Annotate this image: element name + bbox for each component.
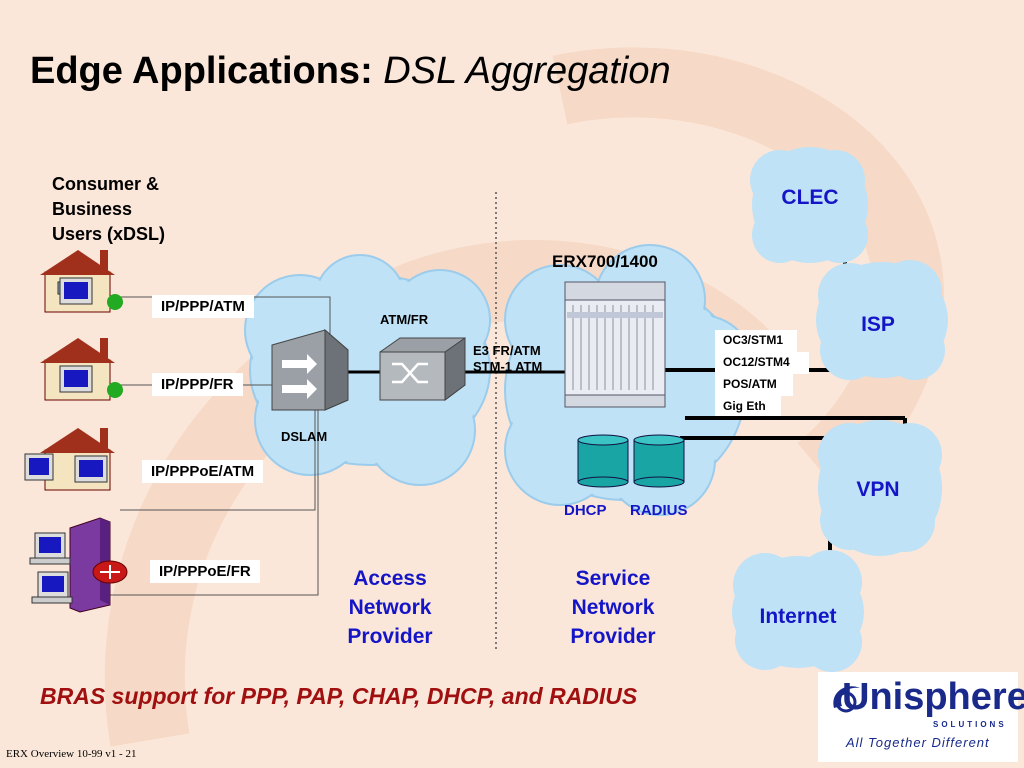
- service-provider-line2: Network: [571, 596, 655, 619]
- encap-label-2: IP/PPP/FR: [152, 373, 243, 396]
- house-icon-2: [40, 338, 123, 401]
- house-icon-1: [40, 250, 123, 313]
- dslam-label: DSLAM: [281, 429, 328, 444]
- erx-label: ERX700/1400: [552, 252, 658, 271]
- internet-cloud: [732, 550, 864, 672]
- access-provider-line1: Access: [353, 567, 427, 590]
- logo-tagline: All Together Different: [846, 735, 990, 750]
- logo-sub: SOLUTIONS: [933, 720, 1007, 729]
- logo-name: Unisphere: [842, 676, 1024, 718]
- isp-cloud: [816, 260, 948, 380]
- trunk-label-line2: STM-1 ATM: [473, 359, 543, 374]
- service-provider-line3: Provider: [570, 625, 656, 648]
- access-provider-label: Access Network Provider: [330, 564, 450, 651]
- users-label-line3: Users (xDSL): [52, 224, 166, 244]
- page-title: Edge Applications: DSL Aggregation: [30, 50, 671, 93]
- house-icon-3: [24, 428, 115, 491]
- footer-note: BRAS support for PPP, PAP, CHAP, DHCP, a…: [40, 683, 638, 709]
- service-provider-line1: Service: [575, 567, 651, 590]
- access-provider-line3: Provider: [347, 625, 433, 648]
- interface-option: OC12/STM4: [715, 352, 809, 374]
- clec-cloud: [750, 147, 868, 263]
- service-provider-label: Service Network Provider: [553, 564, 673, 651]
- trunk-label-line1: E3 FR/ATM: [473, 343, 541, 358]
- interface-option: OC3/STM1: [715, 330, 797, 352]
- interface-option: Gig Eth: [715, 396, 781, 416]
- encap-label-3: IP/PPPoE/ATM: [142, 460, 264, 483]
- dslam-device: [271, 328, 349, 411]
- users-label-line1: Consumer &: [52, 174, 160, 194]
- internet-label: Internet: [759, 605, 837, 628]
- erx-chassis: [564, 281, 666, 408]
- atm-switch-label: ATM/FR: [380, 312, 429, 327]
- vpn-label: VPN: [856, 478, 900, 501]
- isp-label: ISP: [861, 313, 895, 336]
- users-label-line2: Business: [52, 199, 133, 219]
- logo-swoosh-icon: [833, 686, 860, 713]
- dhcp-label: DHCP: [564, 502, 607, 519]
- radius-label: RADIUS: [630, 502, 688, 519]
- encap-label-1: IP/PPP/ATM: [152, 295, 254, 318]
- interface-options: OC3/STM1 OC12/STM4 POS/ATM Gig Eth: [715, 330, 809, 416]
- dhcp-database: [577, 434, 629, 488]
- clec-label: CLEC: [781, 186, 839, 209]
- interface-option: POS/ATM: [715, 374, 793, 396]
- title-main: Edge Applications:: [30, 50, 373, 92]
- unisphere-logo: Unisphere SOLUTIONS All Together Differe…: [818, 672, 1024, 762]
- trunk-label: E3 FR/ATM STM-1 ATM: [473, 343, 542, 375]
- radius-database: [633, 434, 685, 488]
- business-site-icon: [29, 517, 128, 613]
- users-label: Consumer & Business Users (xDSL): [52, 172, 165, 247]
- encap-label-4: IP/PPPoE/FR: [150, 560, 260, 583]
- slide-number: ERX Overview 10-99 v1 - 21: [6, 748, 137, 760]
- access-provider-line2: Network: [348, 596, 432, 619]
- vpn-cloud: [818, 420, 942, 556]
- atm-switch-device: [379, 337, 466, 401]
- title-sub: DSL Aggregation: [383, 50, 671, 92]
